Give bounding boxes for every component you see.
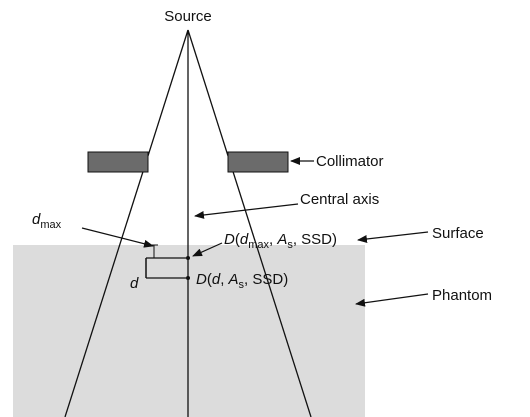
dmax-label: dmax: [32, 211, 62, 231]
surface-arrow: [357, 231, 429, 243]
dose-depth-label: D(d, As, SSD): [196, 271, 288, 291]
central-axis-label: Central axis: [300, 191, 379, 208]
depth-d-label: d: [130, 275, 139, 292]
phantom-label: Phantom: [432, 287, 492, 304]
dose-point-dmax: [186, 256, 190, 260]
collimator-jaw-right: [227, 151, 289, 173]
dose-max-arrow: [192, 242, 223, 257]
central-axis-arrow: [194, 203, 299, 219]
beam-edge-right: [187, 29, 312, 417]
surface-label: Surface: [432, 225, 484, 242]
dose-point-depth: [186, 276, 190, 280]
collimator-label: Collimator: [316, 153, 384, 170]
beam-edge-left: [64, 29, 189, 417]
dmax-arrow: [81, 227, 154, 248]
phantom-arrow: [355, 293, 429, 307]
collimator-jaw-left: [87, 151, 149, 173]
phantom-block: [13, 245, 365, 417]
source-label: Source: [164, 8, 212, 25]
dose-max-label: D(dmax, As, SSD): [224, 231, 337, 251]
